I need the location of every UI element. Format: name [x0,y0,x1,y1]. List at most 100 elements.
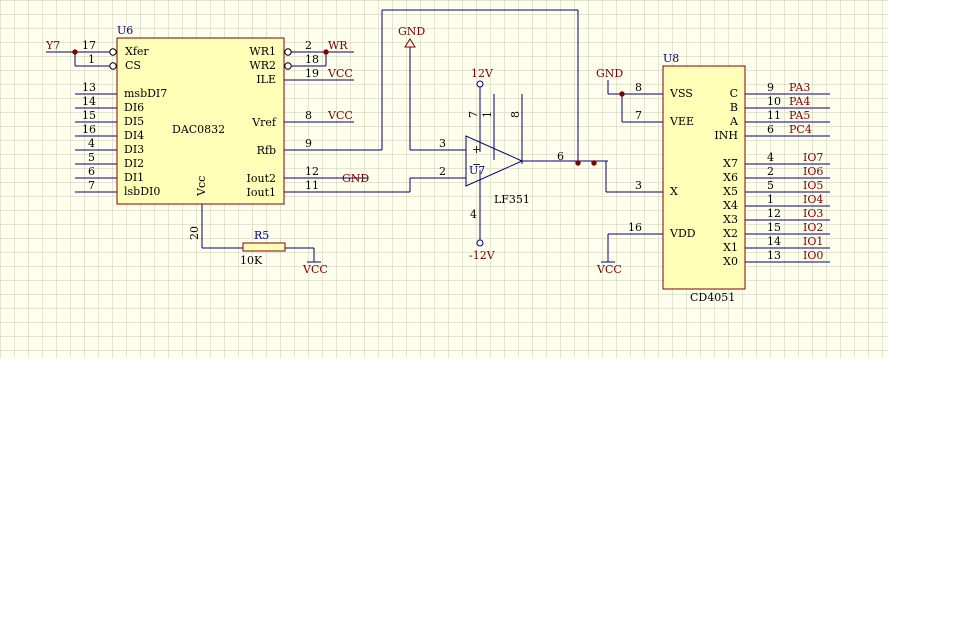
u8-ref: U8 [663,52,679,65]
net-label-io7[interactable]: IO7 [803,151,823,164]
u8-pin-name: X0 [723,255,738,268]
cd4051-chip[interactable]: U8 CD4051 VSS 8 VEE 7 X 3 VDD 16 C 9 B 1… [628,52,781,304]
net-label-gnd[interactable]: GND [596,67,623,80]
u6-vcc-pin-name: Vcc [195,176,208,197]
net-label-gnd[interactable]: GND [342,172,369,185]
cd4051-body [662,65,746,290]
u8-pin-num: 13 [767,249,781,262]
u6-pin-num: 13 [82,81,96,94]
u8-pin-num: 16 [628,221,642,234]
u8-pin-num: 2 [767,165,774,178]
net-label-io4[interactable]: IO4 [803,193,823,206]
net-label-io3[interactable]: IO3 [803,207,823,220]
u6-pin-num: 18 [305,53,319,66]
u7-pin-num: 3 [439,137,446,150]
net-label-y7[interactable]: Y7 [45,39,60,52]
u6-pin-num: 2 [305,39,312,52]
u8-pin-num: 15 [767,221,781,234]
u8-pin-name: VSS [669,87,693,100]
u8-pin-num: 7 [635,109,642,122]
inverter-bubble [284,48,292,56]
junction-dot [575,160,581,166]
u7-pin-num: 1 [481,111,494,118]
u6-pin-name: DI5 [124,115,144,128]
net-label-io1[interactable]: IO1 [803,235,823,248]
u6-pin-name: Vref [251,116,277,129]
u6-pin-name: CS [125,59,141,72]
u6-pin-name: DI1 [124,171,144,184]
u6-pin-name: msbDI7 [124,87,167,100]
u8-name: CD4051 [690,291,735,304]
u8-pin-name: INH [714,129,738,142]
resistor-body [242,242,286,252]
net-label-12v[interactable]: 12V [471,67,494,80]
net-label-io6[interactable]: IO6 [803,165,823,178]
u8-pin-name: X6 [723,171,738,184]
u8-pin-name: X [670,185,678,198]
net-label-io5[interactable]: IO5 [803,179,823,192]
net-label-vcc[interactable]: VCC [327,109,353,122]
net-label-vcc[interactable]: VCC [302,263,328,276]
u6-pin-name: Iout1 [247,186,276,199]
net-label-neg-12v[interactable]: -12V [469,249,496,262]
dac0832-chip[interactable]: U6 DAC0832 17 Xfer 1 CS 13 msbDI7 14 DI6… [82,24,319,240]
u6-pin-name: WR2 [249,59,276,72]
dac0832-name: DAC0832 [172,123,225,136]
u8-pin-name: X2 [723,227,738,240]
u8-pin-num: 9 [767,81,774,94]
u6-pin-num: 7 [88,179,95,192]
net-label-pa4[interactable]: PA4 [789,95,810,108]
u8-pin-num: 5 [767,179,774,192]
u6-pin-num: 16 [82,123,96,136]
net-label-io2[interactable]: IO2 [803,221,823,234]
dac0832-ref: U6 [117,24,133,37]
u6-pin-num: 9 [305,137,312,150]
u6-pin-num: 8 [305,109,312,122]
net-label-vcc[interactable]: VCC [327,67,353,80]
u8-pin-name: C [730,87,738,100]
u6-pin-name: Iout2 [247,172,276,185]
opamp-plus-sign: + [472,143,481,156]
net-label-wr[interactable]: WR [328,39,348,52]
u7-name: LF351 [494,193,530,206]
opamp-minus-sign: − [472,158,481,171]
inverter-bubble [109,48,117,56]
net-label-pa5[interactable]: PA5 [789,109,810,122]
inverter-bubble [109,62,117,70]
dac0832-body [116,37,285,205]
u6-pin-name: Xfer [125,45,149,58]
u8-pin-name: VEE [669,115,694,128]
u8-pin-name: A [729,115,739,128]
u6-pin-num: 17 [82,39,96,52]
wires [46,9,830,263]
u8-pin-name: X7 [723,157,738,170]
u7-pin-num: 2 [439,165,446,178]
junction-dot [323,49,329,55]
u8-pin-name: B [730,101,738,114]
net-label-pa3[interactable]: PA3 [789,81,810,94]
u7-pin-num: 8 [509,111,522,118]
u8-pin-num: 14 [767,235,781,248]
u6-pin-name: ILE [256,73,276,86]
supply-pin-neg12v [476,239,484,247]
u6-pin-name: Rfb [257,144,276,157]
u8-pin-num: 10 [767,95,781,108]
u8-pin-num: 8 [635,81,642,94]
inverter-bubble [284,62,292,70]
lf351-opamp[interactable]: + − U7 LF351 3 2 6 4 7 1 8 [439,111,564,221]
u6-pin-num: 4 [88,137,95,150]
resistor-r5[interactable]: R5 10K [240,229,286,267]
net-label-io0[interactable]: IO0 [803,249,823,262]
net-label-pc4[interactable]: PC4 [789,123,812,136]
u8-pin-num: 12 [767,207,781,220]
opamp-triangle [465,135,524,187]
net-label-vcc[interactable]: VCC [596,263,622,276]
junction-dot [591,160,597,166]
u6-pin-name: lsbDI0 [124,185,160,198]
u8-pin-name: X5 [723,185,738,198]
u6-pin-num: 1 [88,53,95,66]
u6-pin-name: DI2 [124,157,144,170]
u8-pin-num: 4 [767,151,774,164]
u6-pin-num: 15 [82,109,96,122]
net-label-gnd[interactable]: GND [398,25,425,38]
